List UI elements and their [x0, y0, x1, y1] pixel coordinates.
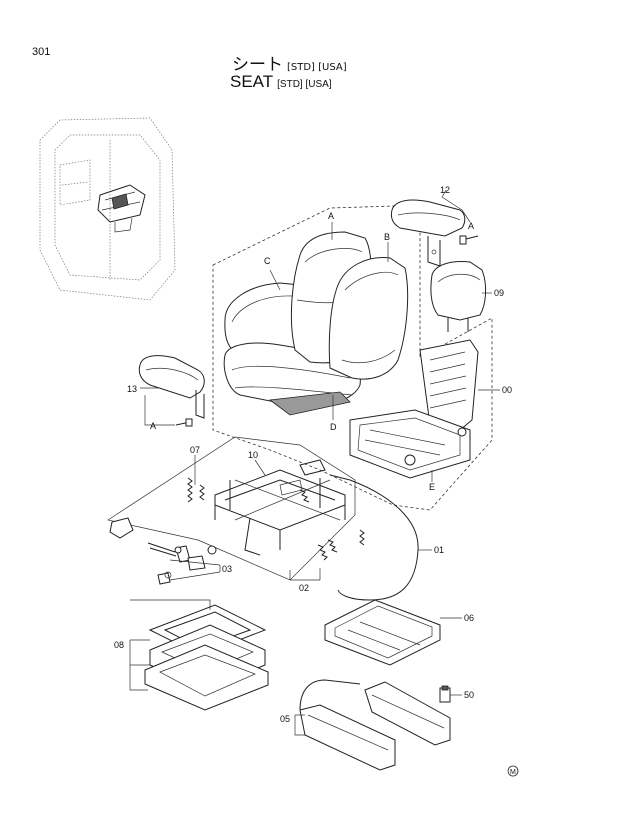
- callout-06: 06: [464, 613, 474, 623]
- callout-a-left: A: [150, 421, 156, 431]
- callout-b: B: [384, 232, 390, 242]
- callout-00: 00: [502, 385, 512, 395]
- callout-13: 13: [127, 384, 137, 394]
- callout-12: 12: [440, 185, 450, 195]
- callout-02: 02: [299, 583, 309, 593]
- slide-rails: [294, 679, 462, 771]
- callout-c: C: [264, 256, 271, 266]
- springs: [187, 477, 365, 561]
- seat-frame: [349, 339, 500, 482]
- leaders-upper: [269, 222, 389, 420]
- part-callouts: 12 A A B C 09 00 13 A D E 07 10 01 03 02…: [114, 185, 512, 724]
- callout-50: 50: [464, 690, 474, 700]
- suspension-outline: [107, 436, 356, 581]
- callout-01: 01: [434, 545, 444, 555]
- page-number: 301: [32, 46, 51, 58]
- slide-rail-plate: [324, 599, 462, 666]
- callout-03: 03: [222, 564, 232, 574]
- cab-outline-illustration: [39, 117, 176, 301]
- callout-05: 05: [280, 714, 290, 724]
- callout-08: 08: [114, 640, 124, 650]
- callout-10: 10: [248, 450, 258, 460]
- corner-mark: M: [507, 765, 519, 777]
- armrest-right: [390, 189, 479, 267]
- title-english-text: SEAT: [230, 72, 274, 91]
- release-cable: [289, 474, 432, 601]
- callout-e: E: [429, 482, 435, 492]
- headrest: [430, 261, 492, 332]
- title-english: SEAT[STD] [USA]: [230, 72, 332, 92]
- bracket-parts: [109, 517, 221, 585]
- corner-mark-letter: M: [510, 769, 516, 776]
- title-japanese-text: シート: [232, 55, 283, 75]
- title-japanese-suffix: [STD] [USA]: [287, 62, 347, 73]
- suspension-frame: [214, 459, 346, 556]
- title-english-suffix: [STD] [USA]: [277, 79, 332, 90]
- title-japanese: シート [STD] [USA]: [232, 50, 347, 75]
- seat-back-cover: [328, 257, 409, 380]
- callout-07: 07: [190, 445, 200, 455]
- callout-a-seat: A: [328, 211, 334, 221]
- cushion-pad-set: [129, 599, 269, 711]
- armrest-left: [138, 355, 205, 427]
- callout-09: 09: [494, 288, 504, 298]
- callout-a-right: A: [468, 221, 474, 231]
- callout-d: D: [330, 422, 337, 432]
